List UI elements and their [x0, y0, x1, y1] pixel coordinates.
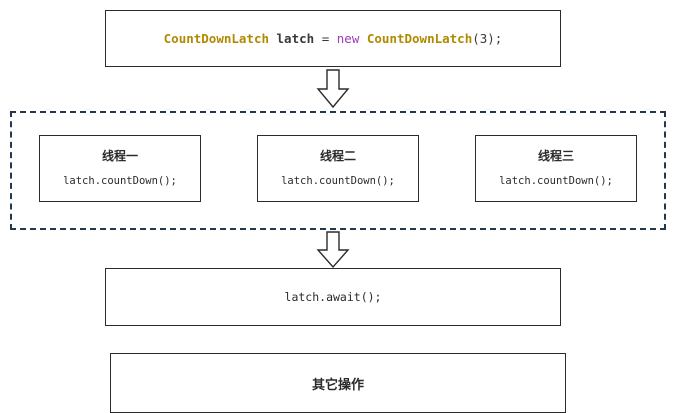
code-operator-token: = — [321, 31, 330, 46]
thread-group-container — [10, 111, 666, 230]
thread-title: 线程二 — [319, 149, 356, 163]
code-class-token: CountDownLatch — [163, 31, 269, 46]
thread-code: latch.countDown(); — [281, 175, 395, 187]
thread-title: 线程三 — [537, 149, 574, 163]
thread-title: 线程一 — [101, 149, 138, 163]
thread-box-1: 线程一 latch.countDown(); — [39, 135, 201, 202]
other-operations-box: 其它操作 — [110, 353, 566, 413]
thread-box-2: 线程二 latch.countDown(); — [257, 135, 419, 202]
down-arrow-icon — [316, 69, 350, 109]
down-arrow-icon — [316, 231, 350, 269]
code-keyword-token: new — [336, 31, 360, 46]
other-operations-label: 其它操作 — [311, 378, 364, 393]
await-code: latch.await(); — [284, 290, 382, 304]
init-statement-box: CountDownLatch latch = new CountDownLatc… — [105, 10, 561, 67]
thread-code: latch.countDown(); — [63, 175, 177, 187]
code-args-token: (3); — [472, 31, 503, 46]
code-variable-token: latch — [276, 31, 315, 46]
code-constructor-token: CountDownLatch — [366, 31, 473, 46]
thread-box-3: 线程三 latch.countDown(); — [475, 135, 637, 202]
await-statement-box: latch.await(); — [105, 268, 561, 326]
thread-code: latch.countDown(); — [499, 175, 613, 187]
